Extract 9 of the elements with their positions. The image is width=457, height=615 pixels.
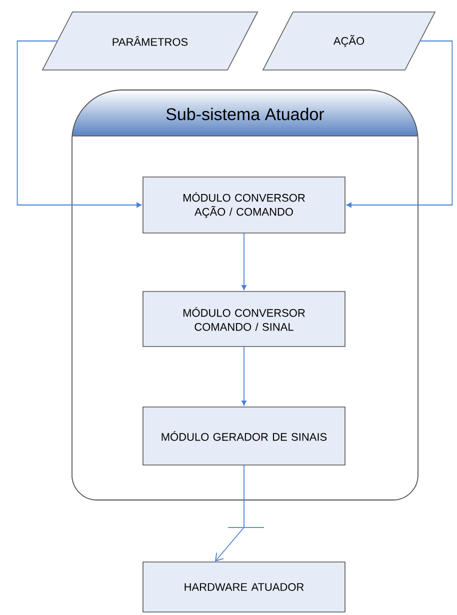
- module-box: HARDWARE ATUADOR: [142, 562, 346, 612]
- arrow: [346, 40, 453, 208]
- arrow: [215, 464, 264, 562]
- module-box: MÓDULO CONVERSOR AÇÃO / COMANDO: [142, 176, 346, 234]
- arrow: [241, 346, 247, 406]
- arrow: [16, 40, 142, 208]
- module-box: MÓDULO GERADOR DE SINAIS: [142, 406, 346, 466]
- module-box: MÓDULO CONVERSOR COMANDO / SINAL: [142, 291, 346, 347]
- arrow: [241, 232, 247, 290]
